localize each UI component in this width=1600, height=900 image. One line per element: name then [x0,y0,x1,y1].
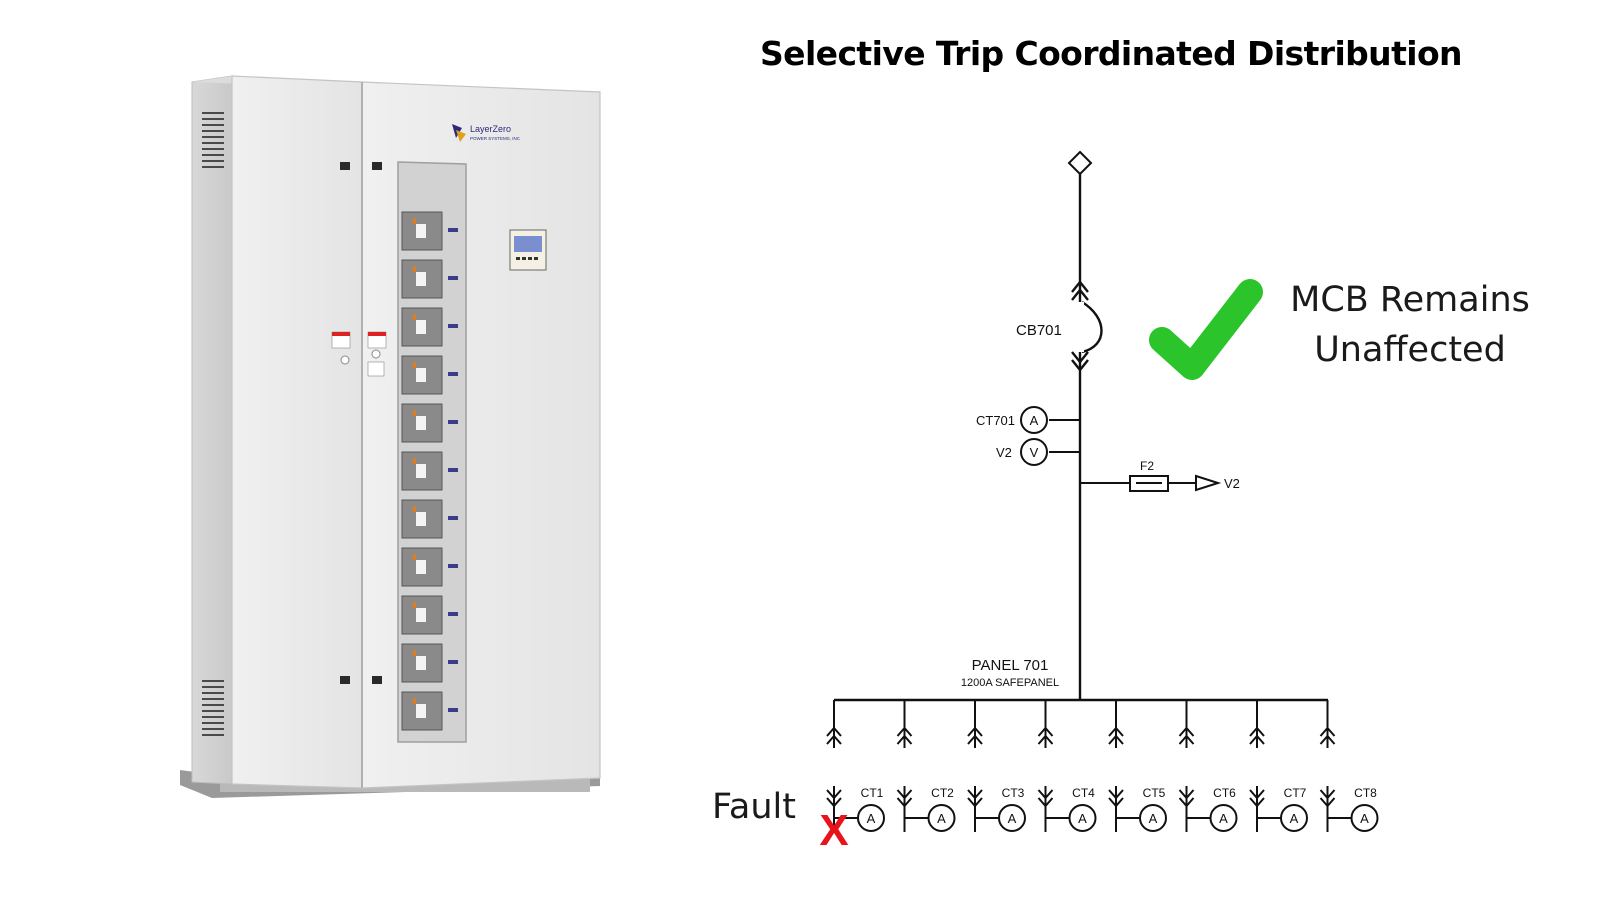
branch-ct-label: CT2 [931,786,954,800]
branch-1: A CT1 [826,700,885,832]
branch-ct-label: CT7 [1284,786,1307,800]
ammeter-ct701-icon [1020,406,1048,434]
branch-5: A CT5 [1108,700,1167,832]
branch-4: A CT4 [1037,700,1097,832]
voltmeter-symbol: V [1030,445,1039,460]
main-breaker-symbol [1071,280,1103,372]
branch-ct-label: CT6 [1213,786,1236,800]
ammeter-symbol: A [1030,413,1039,428]
check-mark-icon [1149,279,1263,380]
brand-tagline: POWER SYSTEMS, INC [470,136,521,141]
branch-ammeter-icon [1209,804,1238,832]
branch-meter-symbol: A [867,811,876,826]
branch-meter-symbol: A [1290,811,1299,826]
branch-ammeter-icon [1139,804,1167,832]
fault-label: Fault [712,787,796,827]
mcb-callout: MCB Remains Unaffected [1265,275,1555,375]
branch-meter-symbol: A [1078,811,1087,826]
branch-ct-label: CT5 [1143,786,1166,800]
page-title: Selective Trip Coordinated Distribution [760,34,1463,73]
branch-meter-symbol: A [1360,811,1369,826]
branch-meter-symbol: A [1149,811,1158,826]
brand-logo: LayerZero POWER SYSTEMS, INC [452,124,521,142]
fuse-label: F2 [1140,459,1154,473]
source-diamond-icon [1067,150,1093,176]
cabinet-illustration: LayerZero POWER SYSTEMS, INC [180,75,601,798]
branch-3: A CT3 [967,700,1026,832]
branch-ammeter-icon [998,804,1026,832]
breaker-label: CB701 [1016,322,1062,339]
panel-label: PANEL 701 [972,657,1049,674]
branch-ammeter-icon [927,804,956,832]
fault-mark-icon: X [819,806,848,855]
branch-ct-label: CT1 [861,786,884,800]
mcb-callout-line2: Unaffected [1314,330,1506,370]
ct-label: CT701 [976,413,1015,428]
branch-ct-label: CT3 [1002,786,1025,800]
arrow-icon [1195,474,1222,492]
breaker-module [401,691,443,731]
display-panel [509,229,547,271]
branch-7: A CT7 [1249,700,1308,832]
fuse-target-label: V2 [1224,476,1240,491]
voltmeter-v2-icon [1020,438,1048,466]
branch-meter-symbol: A [1219,811,1228,826]
breaker-stack [401,211,458,731]
branch-2: A CT2 [896,700,956,832]
branch-ct-label: CT4 [1072,786,1095,800]
mcb-callout-line1: MCB Remains [1290,280,1530,320]
branch-ammeter-icon [1280,804,1308,832]
branch-meter-symbol: A [1008,811,1017,826]
branch-ammeter-icon [1350,804,1379,832]
branch-ammeter-icon [857,804,885,832]
branch-8: A CT8 [1319,700,1379,832]
branch-ammeter-icon [1068,804,1097,832]
branch-meter-symbol: A [937,811,946,826]
vm-label: V2 [996,445,1012,460]
branch-6: A CT6 [1178,700,1238,832]
panel-sublabel: 1200A SAFEPANEL [961,677,1059,689]
branch-ct-label: CT8 [1354,786,1377,800]
brand-name: LayerZero [470,124,511,134]
